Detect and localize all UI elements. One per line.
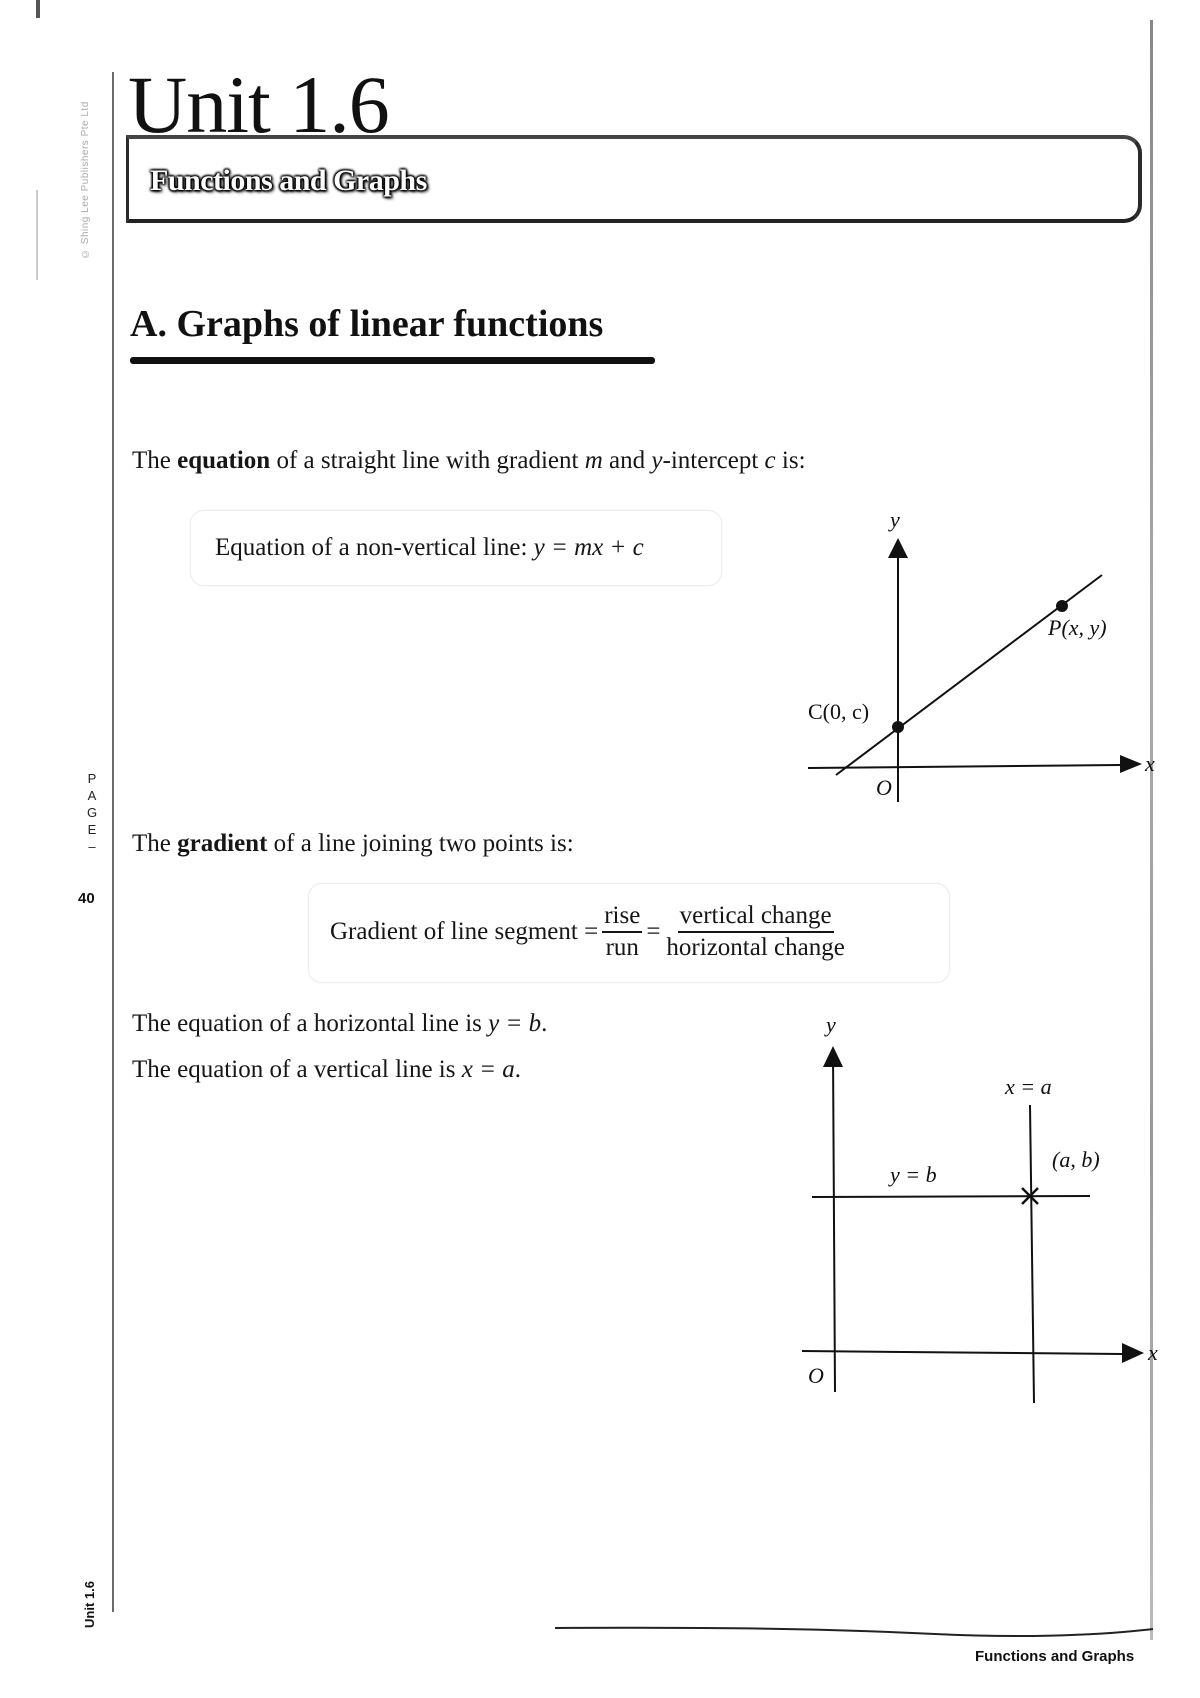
x-axis-label: x — [1147, 1340, 1158, 1365]
footer-rule — [555, 1626, 1154, 1638]
footer-chapter-title: Functions and Graphs — [975, 1648, 1135, 1665]
x-axis — [801, 1350, 1123, 1355]
page-label-letter: G — [86, 805, 98, 820]
text-run: of a line joining two points is: — [267, 830, 574, 857]
text-run: of a straight line with gradient — [270, 447, 585, 474]
page-number: 40 — [78, 890, 95, 907]
formula-label: Gradient of line segment = — [330, 918, 599, 945]
copyright-notice: © Shing Lee Publishers Pte Ltd — [80, 101, 91, 259]
formula-expression: y = mx + c — [533, 534, 644, 561]
right-page-edge — [1150, 20, 1153, 1640]
text-run: . — [541, 1010, 548, 1037]
math-var-c: c — [764, 447, 776, 474]
unit-title: Unit 1.6 — [128, 59, 390, 150]
intersection-label: (a, b) — [1052, 1147, 1100, 1172]
horizontal-line-label: y = b — [888, 1162, 937, 1187]
vertical-line-x-equals-a — [1029, 1104, 1035, 1404]
keyword-equation: equation — [177, 447, 271, 474]
y-axis — [832, 1051, 836, 1393]
origin-label: O — [808, 1363, 824, 1388]
text-run: The equation of a vertical line is — [132, 1056, 462, 1083]
formula-expression: y = b — [488, 1010, 542, 1037]
gradient-intro-text: The gradient of a line joining two point… — [132, 830, 574, 858]
fraction-denominator: horizontal change — [666, 934, 845, 961]
formula-label: Equation of a non-vertical line: — [215, 534, 534, 561]
page-label: P A G E – — [84, 770, 100, 855]
section-underline — [130, 357, 655, 364]
horizontal-vertical-lines-diagram: y x O x = a y = b (a, b) — [801, 1012, 1158, 1404]
page-label-letter: P — [87, 771, 97, 786]
page-label-letter: – — [88, 839, 96, 854]
horizontal-line-y-equals-b — [811, 1195, 1091, 1198]
x-axis-arrow-icon — [1122, 1343, 1144, 1363]
text-run: -intercept — [662, 447, 765, 474]
x-axis — [807, 764, 1121, 769]
page-label-letter: E — [87, 822, 97, 837]
text-run: The — [132, 447, 178, 474]
scan-artifact — [36, 0, 40, 18]
vertical-line-label: x = a — [1004, 1074, 1052, 1099]
intersection-marker-icon — [1021, 1187, 1039, 1205]
page-label-letter: A — [87, 788, 97, 803]
vertical-line-text: The equation of a vertical line is x = a… — [132, 1056, 521, 1084]
linear-graph-diagram: y x O C(0, c) P(x, y) — [807, 507, 1155, 802]
y-axis-arrow-icon — [823, 1046, 843, 1067]
y-axis-label: y — [888, 507, 900, 532]
equation-formula: Equation of a non-vertical line: y = mx … — [215, 534, 644, 562]
point-p-label: P(x, y) — [1047, 615, 1107, 640]
math-var-m: m — [584, 447, 603, 474]
equation-formula-box — [190, 510, 722, 586]
gradient-formula-box — [308, 883, 950, 983]
scan-artifact — [36, 190, 38, 280]
intercept-point — [892, 721, 904, 733]
title-banner-frame — [126, 135, 1142, 223]
fraction-denominator: run — [605, 934, 639, 961]
keyword-gradient: gradient — [177, 830, 268, 857]
x-axis-label: x — [1144, 751, 1155, 776]
y-axis-arrow-icon — [888, 538, 908, 558]
intercept-label: C(0, c) — [808, 699, 869, 724]
change-fraction: vertical change horizontal change — [664, 901, 846, 963]
left-margin-rule — [112, 72, 114, 1612]
formula-expression: x = a — [461, 1056, 515, 1083]
horizontal-line-text: The equation of a horizontal line is y =… — [132, 1010, 547, 1038]
side-unit-label: Unit 1.6 — [82, 1581, 97, 1628]
y-axis-label: y — [824, 1012, 836, 1037]
text-run: The — [132, 830, 178, 857]
unit-subtitle: Functions and Graphs — [150, 164, 427, 197]
point-p — [1056, 600, 1068, 612]
text-run: . — [514, 1056, 521, 1083]
text-run: and — [602, 447, 652, 474]
equals-sign: = — [646, 918, 661, 945]
text-run: is: — [775, 447, 806, 474]
x-axis-arrow-icon — [1120, 755, 1142, 773]
rise-over-run-fraction: rise run — [602, 901, 643, 963]
gradient-formula: Gradient of line segment = rise run = ve… — [330, 893, 851, 971]
equation-intro-text: The equation of a straight line with gra… — [132, 447, 806, 475]
fraction-numerator: vertical change — [677, 901, 834, 933]
section-heading: A. Graphs of linear functions — [130, 303, 604, 345]
origin-label: O — [876, 775, 892, 800]
text-run: The equation of a horizontal line is — [132, 1010, 489, 1037]
math-var-y: y — [651, 447, 663, 474]
fraction-numerator: rise — [602, 901, 643, 933]
